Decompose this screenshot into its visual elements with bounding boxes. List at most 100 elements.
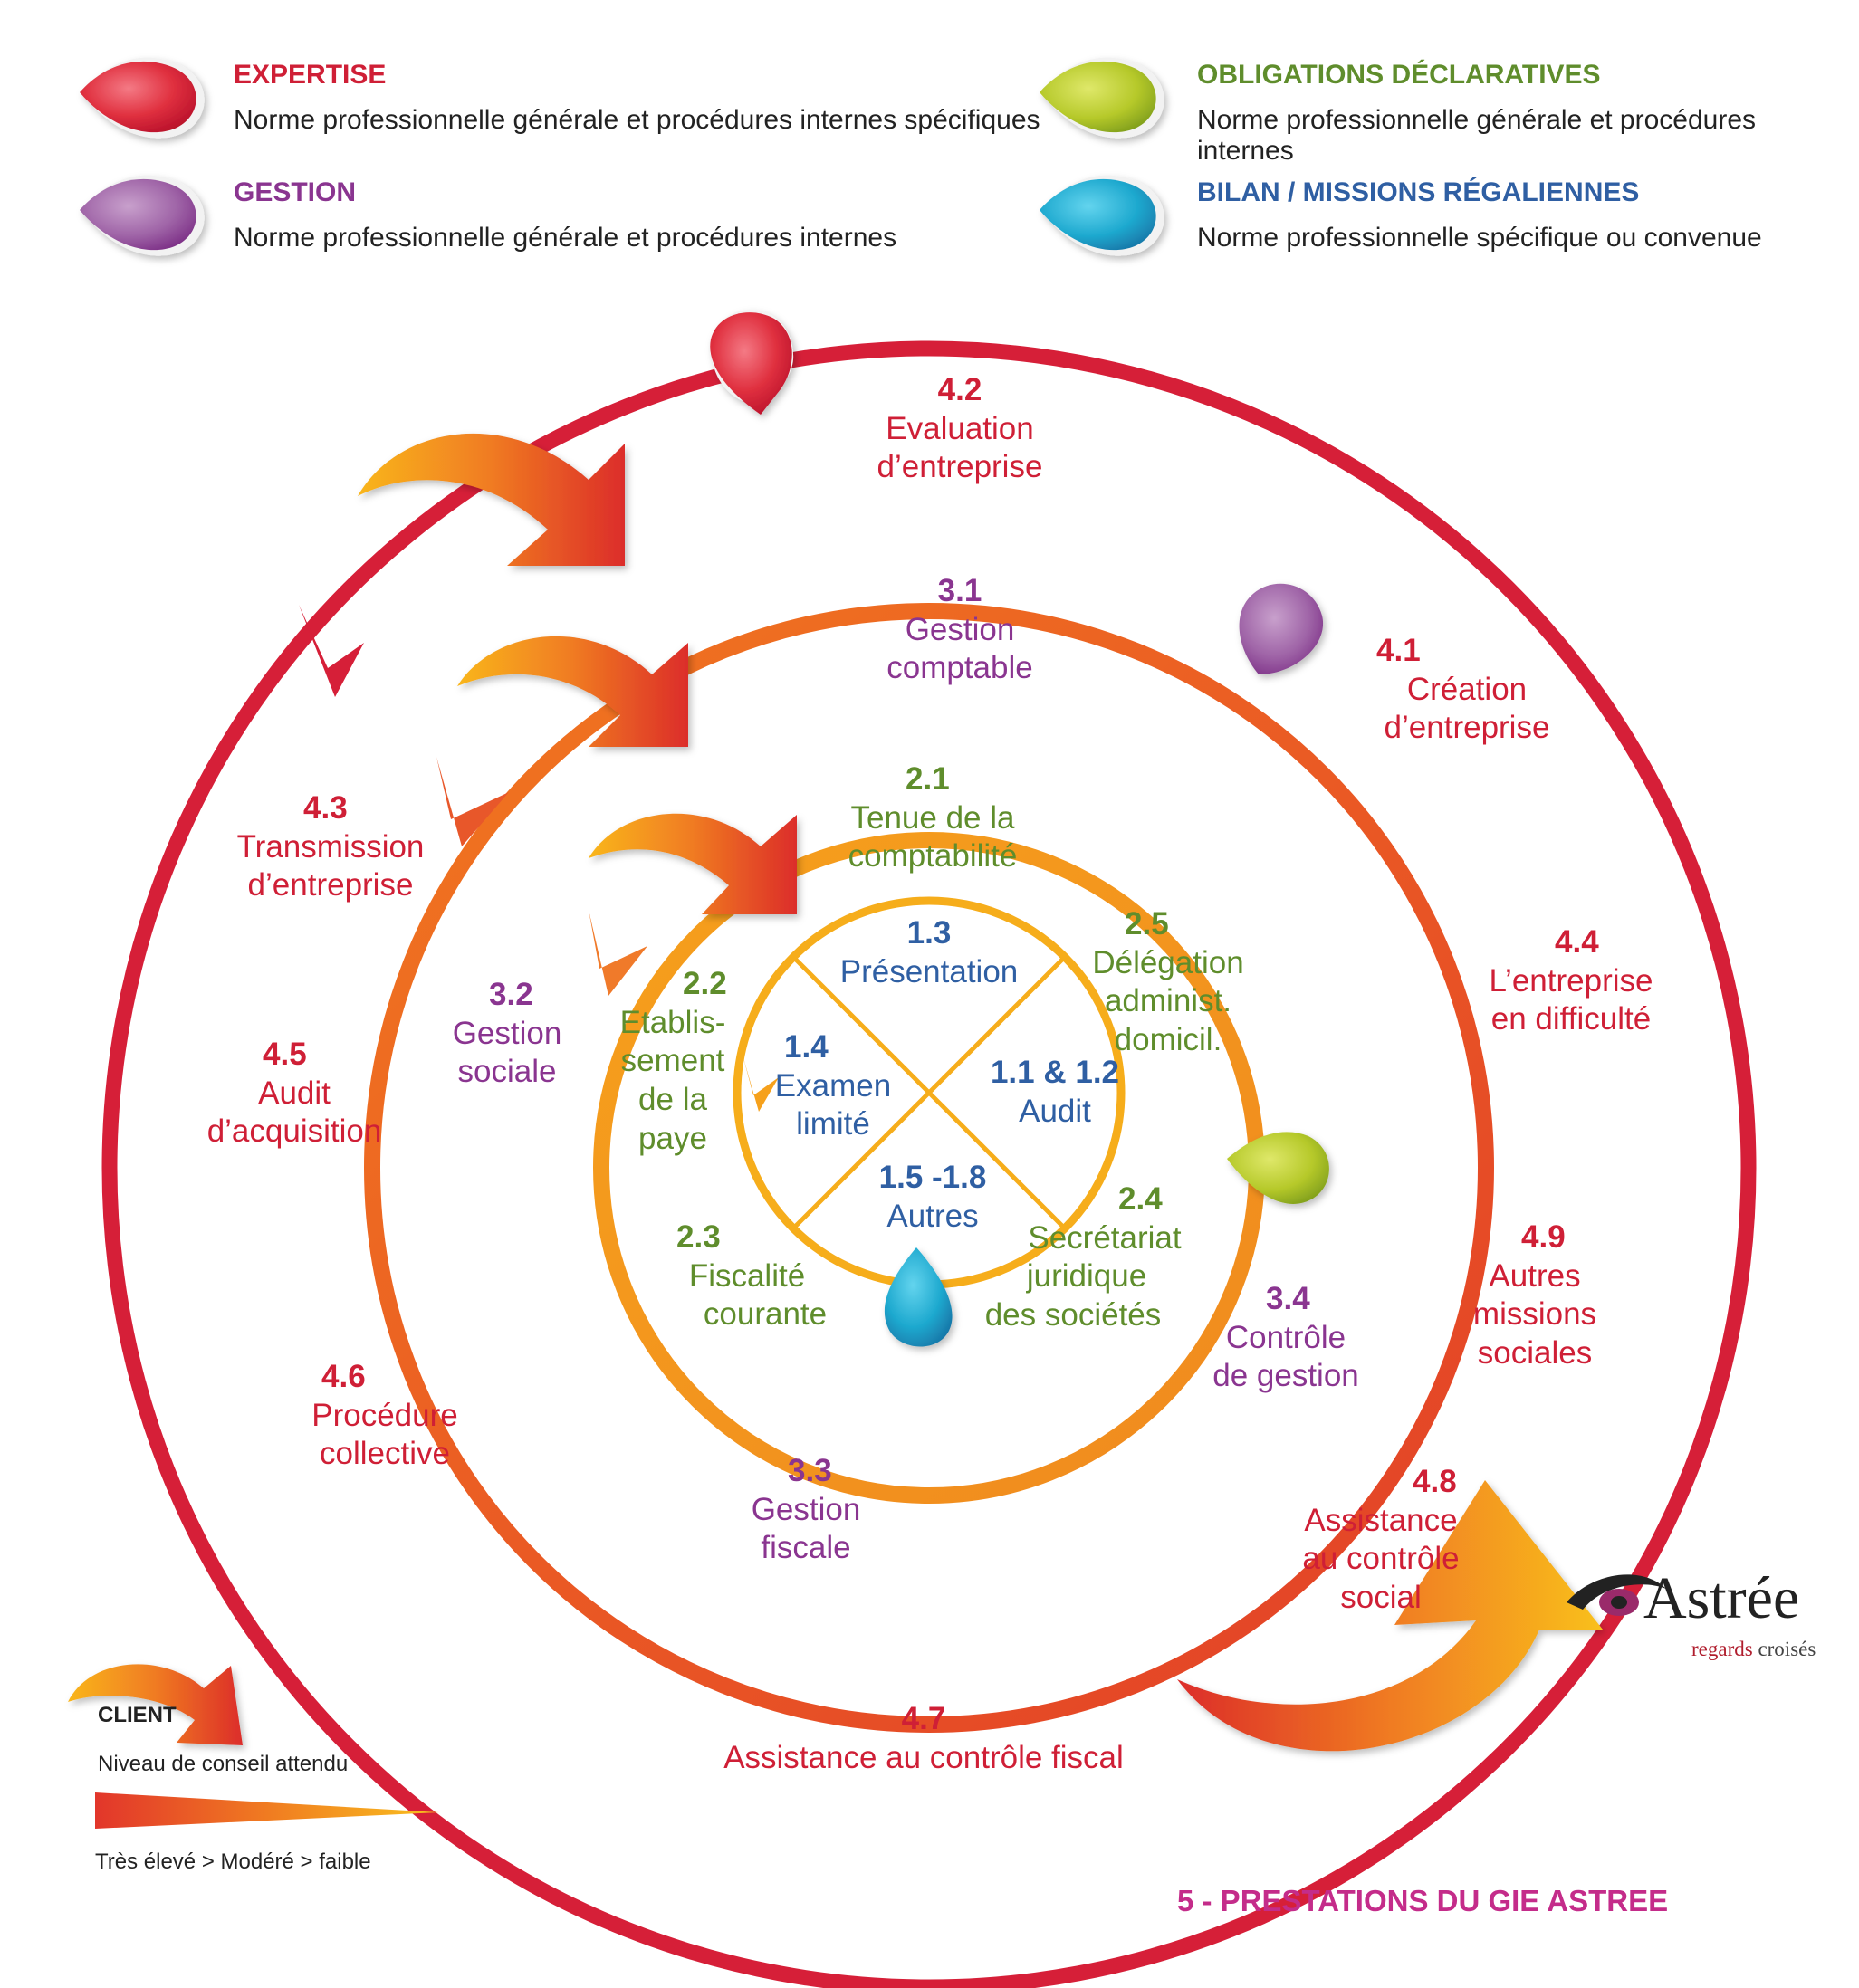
- item-4-2: 4.2 Evaluation d’entreprise: [860, 371, 1059, 487]
- item-label: d’acquisition: [206, 1113, 382, 1150]
- item-label: Secrétariat: [1028, 1219, 1182, 1256]
- item-label: d’entreprise: [877, 449, 1043, 485]
- item-label: Procédure: [311, 1397, 458, 1433]
- item-number: 1.3: [906, 915, 952, 951]
- item-number: 1.5 -1.8: [878, 1160, 987, 1195]
- item-label: comptabilité: [848, 838, 1018, 875]
- ring-2-chevron-icon: [589, 910, 647, 996]
- item-label: L’entreprise: [1489, 962, 1653, 999]
- item-2-2: 2.2 Etablis- sement de la paye: [605, 965, 741, 1158]
- item-label: collective: [320, 1436, 450, 1472]
- advice-level-label: Niveau de conseil attendu: [98, 1752, 349, 1776]
- legend-expertise-description: Norme professionnelle générale et procéd…: [234, 105, 1040, 135]
- item-label: juridique: [1026, 1258, 1147, 1295]
- item-3-3: 3.3 Gestion fiscale: [715, 1452, 896, 1568]
- item-label: Gestion: [905, 611, 1015, 647]
- item-1-5-1-8: 1.5 -1.8 Autres: [851, 1159, 1014, 1236]
- item-number: 4.5: [263, 1037, 307, 1072]
- item-number: 4.2: [937, 372, 982, 407]
- prestations-big-arrow-icon: [1177, 1480, 1603, 1752]
- advice-level-scale-label: Très élevé > Modéré > faible: [95, 1849, 371, 1874]
- item-label: Contrôle: [1225, 1319, 1346, 1355]
- client-arrow-middle-icon: [457, 636, 688, 747]
- item-number: 4.7: [901, 1701, 946, 1736]
- item-label: au contrôle: [1302, 1541, 1460, 1577]
- item-1-1-1-2: 1.1 & 1.2 Audit: [978, 1054, 1132, 1131]
- item-label: Gestion: [751, 1491, 861, 1527]
- ring-3-gestion: [364, 603, 1494, 1733]
- item-label: missions: [1472, 1296, 1597, 1333]
- footer-title: 5 - PRESTATIONS DU GIE ASTREE: [1177, 1884, 1669, 1917]
- item-3-4: 3.4 Contrôle de gestion: [1195, 1280, 1376, 1396]
- item-number: 4.3: [303, 790, 348, 826]
- item-2-4: 2.4 Secrétariat juridique des sociétés: [955, 1180, 1191, 1335]
- item-label: Délégation: [1092, 944, 1244, 980]
- item-label: d’entreprise: [1384, 710, 1550, 746]
- ring-4-expertise: [101, 340, 1757, 1988]
- gestion-marker-icon: [1239, 583, 1324, 674]
- item-label: Assistance au contrôle fiscal: [723, 1739, 1124, 1775]
- legend-obligations-description: Norme professionnelle générale et procéd…: [1197, 105, 1757, 166]
- item-number: 2.4: [1118, 1181, 1163, 1217]
- item-label: Autres: [1489, 1257, 1581, 1294]
- item-4-8: 4.8 Assistance au contrôle social: [1286, 1463, 1476, 1618]
- expertise-marker-icon: [710, 310, 794, 415]
- astree-logo-tagline-part2: croisés: [1758, 1638, 1816, 1660]
- item-4-1: 4.1 Création d’entreprise: [1358, 632, 1576, 748]
- item-label: comptable: [886, 650, 1033, 686]
- item-label: Audit: [1019, 1093, 1091, 1129]
- astree-logo-name: Astrée: [1643, 1565, 1800, 1631]
- item-label: limité: [796, 1106, 870, 1142]
- item-label: fiscale: [761, 1530, 851, 1566]
- astree-logo-tagline: regards croisés: [1691, 1637, 1816, 1662]
- item-label: en difficulté: [1490, 1001, 1652, 1037]
- legend-obligations-drop-icon: [1040, 57, 1164, 139]
- item-label: Examen: [774, 1067, 892, 1104]
- item-1-4: 1.4 Examen limité: [770, 1028, 896, 1144]
- item-label: Autres: [886, 1198, 979, 1234]
- item-number: 1.1 & 1.2: [990, 1055, 1120, 1090]
- item-number: 3.3: [788, 1453, 832, 1488]
- item-number: 2.2: [683, 966, 727, 1001]
- item-number: 1.4: [784, 1029, 829, 1065]
- item-label: Gestion: [452, 1015, 562, 1051]
- item-number: 2.5: [1125, 906, 1169, 941]
- advice-level-scale-bar: [95, 1792, 439, 1829]
- legend-obligations-title: OBLIGATIONS DÉCLARATIVES: [1197, 60, 1601, 90]
- item-label: Assistance: [1304, 1502, 1458, 1538]
- legend-expertise-title: EXPERTISE: [234, 60, 387, 90]
- item-4-3: 4.3 Transmission d’entreprise: [226, 789, 435, 905]
- item-4-9: 4.9 Autres missions sociales: [1449, 1219, 1621, 1373]
- legend-expertise-drop-icon: [80, 57, 205, 139]
- item-label: sociale: [457, 1054, 557, 1090]
- item-label: Etablis-: [619, 1004, 726, 1040]
- item-label: Présentation: [839, 953, 1019, 989]
- item-label: Evaluation: [886, 410, 1034, 446]
- item-number: 3.1: [937, 573, 982, 608]
- item-number: 4.6: [321, 1359, 366, 1394]
- client-arrow-outer-icon: [358, 433, 625, 566]
- item-label: courante: [703, 1296, 828, 1333]
- legend-gestion-drop-icon: [80, 175, 205, 256]
- item-number: 2.1: [906, 761, 950, 797]
- legend-bilan-drop-icon: [1040, 175, 1164, 256]
- item-label: Audit: [258, 1075, 331, 1111]
- item-3-2: 3.2 Gestion sociale: [426, 976, 589, 1092]
- item-number: 4.9: [1521, 1219, 1566, 1255]
- item-number: 2.3: [676, 1219, 721, 1255]
- ring-3-chevron-icon: [436, 757, 509, 846]
- client-arrow-inner-icon: [589, 813, 797, 914]
- item-label: Tenue de la: [850, 799, 1015, 836]
- item-4-6: 4.6 Procédure collective: [290, 1358, 480, 1474]
- item-2-3: 2.3 Fiscalité courante: [666, 1219, 865, 1334]
- item-number: 3.4: [1266, 1281, 1310, 1316]
- item-2-5: 2.5 Délégation administ. domicil.: [1087, 905, 1250, 1060]
- legend-bilan-description: Norme professionnelle spécifique ou conv…: [1197, 223, 1762, 253]
- item-number: 3.2: [489, 977, 533, 1012]
- item-number: 4.1: [1376, 633, 1421, 668]
- item-label: domicil.: [1114, 1022, 1222, 1058]
- item-label: administ.: [1104, 983, 1232, 1019]
- item-number: 4.4: [1555, 924, 1599, 960]
- item-4-7: 4.7 Assistance au contrôle fiscal: [706, 1700, 1141, 1777]
